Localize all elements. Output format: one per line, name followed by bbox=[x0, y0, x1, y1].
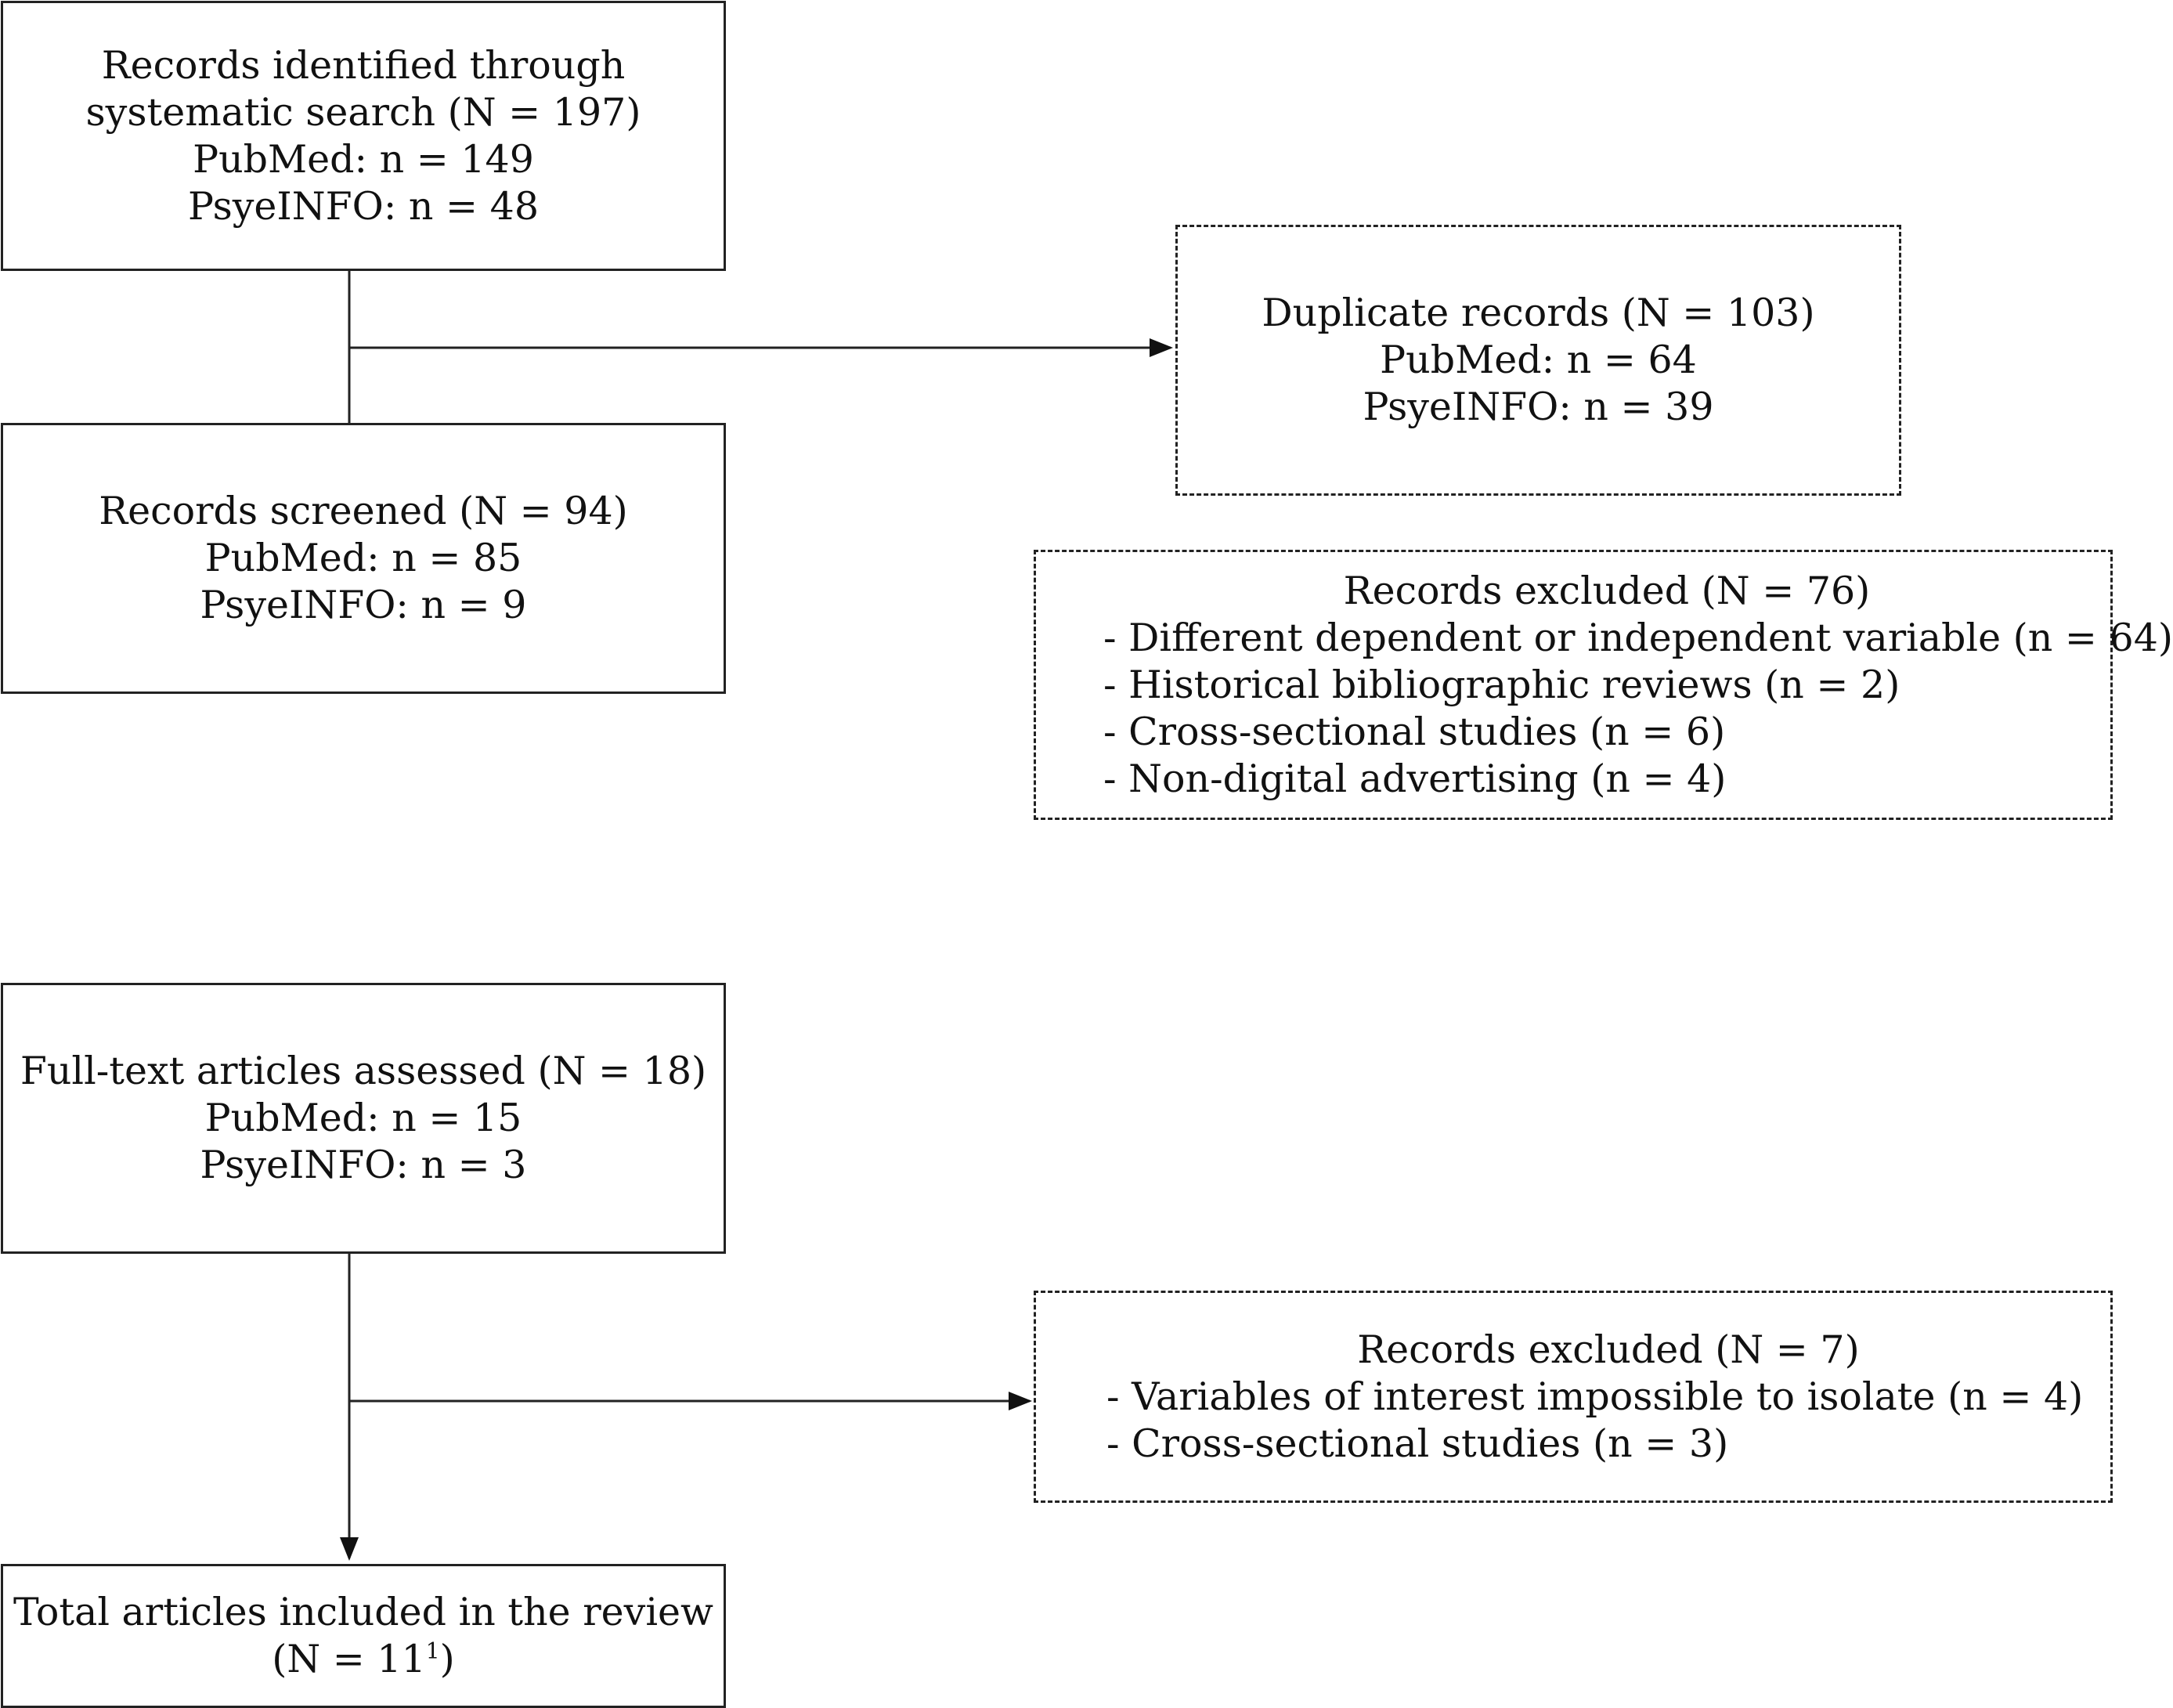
duplicate-records-psycinfo: PsyeINFO: n = 39 bbox=[1363, 385, 1714, 429]
records-screened-pubmed: PubMed: n = 85 bbox=[204, 536, 522, 580]
total-included-count: (N = 111) bbox=[272, 1636, 455, 1683]
records-screened-box: Records screened (N = 94) PubMed: n = 85… bbox=[1, 423, 726, 694]
total-included-count-main: (N = 11 bbox=[272, 1637, 426, 1681]
exclusion-reason-item: - Cross-sectional studies (n = 3) bbox=[1106, 1421, 1729, 1466]
records-identified-line-2: systematic search (N = 197) bbox=[85, 89, 641, 135]
total-included-count-end: ) bbox=[439, 1637, 455, 1681]
records-excluded-1-title: Records excluded (N = 76) bbox=[1343, 568, 1871, 613]
total-included-box: Total articles included in the review (N… bbox=[1, 1564, 726, 1708]
records-excluded-box-2: Records excluded (N = 7) - Variables of … bbox=[1034, 1291, 2113, 1503]
full-text-assessed-box: Full-text articles assessed (N = 18) Pub… bbox=[1, 983, 726, 1254]
exclusion-reason-item: - Cross-sectional studies (n = 6) bbox=[1103, 709, 1726, 754]
records-identified-pubmed: PubMed: n = 149 bbox=[193, 136, 534, 182]
flow-connectors bbox=[340, 271, 1173, 1561]
records-excluded-2-title: Records excluded (N = 7) bbox=[1357, 1327, 1860, 1372]
full-text-assessed-pubmed: PubMed: n = 15 bbox=[204, 1096, 522, 1140]
records-identified-line-1: Records identified through bbox=[101, 42, 626, 88]
duplicate-records-box: Duplicate records (N = 103) PubMed: n = … bbox=[1175, 225, 1901, 496]
records-identified-box: Records identified through systematic se… bbox=[1, 1, 726, 271]
exclusion-reason-item: - Historical bibliographic reviews (n = … bbox=[1103, 662, 1900, 707]
exclusion-reason-item: - Different dependent or independent var… bbox=[1103, 615, 2173, 660]
full-text-assessed-psycinfo: PsyeINFO: n = 3 bbox=[200, 1143, 527, 1187]
records-excluded-box-1: Records excluded (N = 76) - Different de… bbox=[1034, 550, 2173, 820]
exclusion-reason-item: - Variables of interest impossible to is… bbox=[1106, 1374, 2084, 1419]
records-identified-psycinfo: PsyeINFO: n = 48 bbox=[187, 183, 540, 229]
duplicate-records-pubmed: PubMed: n = 64 bbox=[1380, 338, 1697, 382]
footnote-marker: 1 bbox=[425, 1638, 440, 1664]
exclusion-reason-item: - Non-digital advertising (n = 4) bbox=[1103, 756, 1727, 801]
full-text-assessed-title: Full-text articles assessed (N = 18) bbox=[20, 1049, 707, 1093]
total-included-title: Total articles included in the review bbox=[13, 1590, 713, 1634]
records-screened-psycinfo: PsyeINFO: n = 9 bbox=[200, 583, 527, 627]
records-screened-title: Records screened (N = 94) bbox=[99, 489, 628, 533]
duplicate-records-title: Duplicate records (N = 103) bbox=[1262, 291, 1815, 335]
